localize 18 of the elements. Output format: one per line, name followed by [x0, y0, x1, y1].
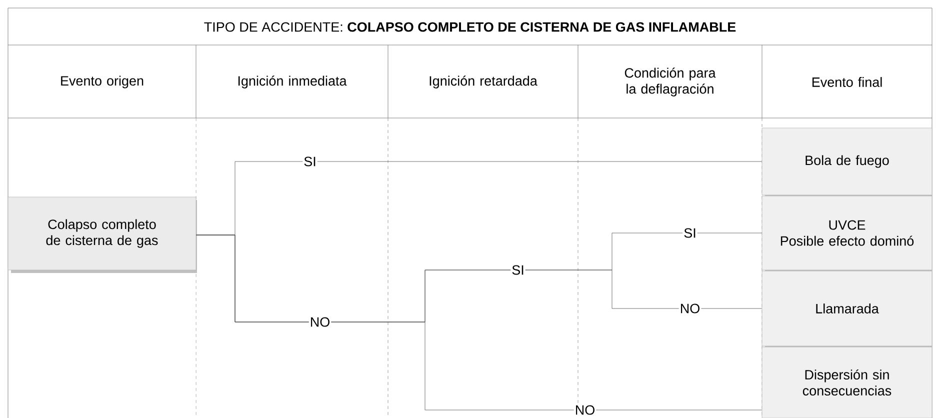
column-header: Condición para la deflagración — [624, 68, 716, 96]
edge-label: SI — [682, 227, 698, 239]
branch-label: SI — [510, 264, 526, 276]
origin-event-box: Colapso completo de cisterna de gas — [8, 196, 197, 273]
column-header: Evento final — [812, 77, 882, 87]
final-event-box: UVCE Posible efecto dominó — [762, 196, 932, 273]
edge-label: SI — [302, 156, 318, 168]
column-header: Ignición retardada — [430, 76, 538, 88]
edge-label: NO — [574, 404, 596, 416]
branch-line — [196, 234, 762, 410]
branch-label: NO — [308, 316, 332, 328]
column-header: Evento origen — [61, 76, 144, 88]
final-event-box: Llamarada — [762, 270, 932, 349]
final-event-box: Bola de fuego — [762, 128, 932, 198]
title: TIPO DE ACCIDENTE: COLAPSO COMPLETO DE CISTERNA DE GAS INFLAMABLE — [204, 22, 736, 32]
column-header: Ignición inmediata — [238, 76, 347, 88]
final-event-box: Dispersión sin consecuencias — [762, 346, 932, 418]
edge-label: NO — [678, 302, 702, 314]
